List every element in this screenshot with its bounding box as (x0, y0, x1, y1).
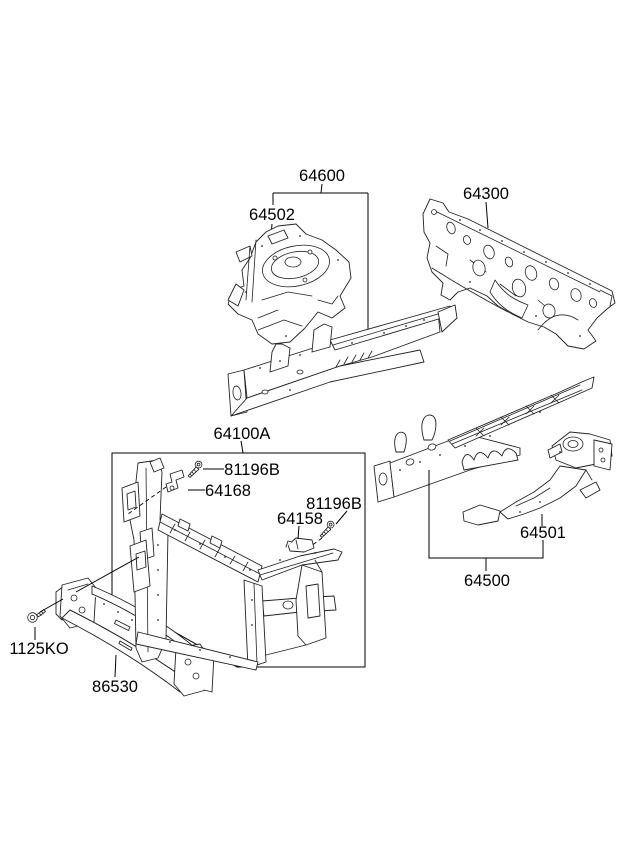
enclosure-box-64100A (111, 452, 366, 668)
screw-81196B-lower-drawing (319, 520, 335, 538)
callout-86530: 86530 (92, 678, 138, 696)
screw-81196B-upper-drawing (187, 460, 203, 478)
callout-64500: 64500 (464, 572, 510, 590)
bracket-64168-drawing (165, 469, 185, 493)
bracket-64158-drawing (285, 537, 315, 553)
side-member-drawing (462, 431, 613, 526)
callout-64158: 64158 (277, 510, 323, 528)
callout-64100A: 64100A (214, 425, 271, 443)
callout-lines (34, 201, 544, 678)
callout-64300: 64300 (463, 185, 509, 203)
callout-labels: 64600 64502 64300 64100A 81196B 64168 81… (9, 167, 566, 696)
frame-rail-left-drawing (227, 304, 458, 417)
callout-81196B-upper: 81196B (224, 461, 280, 479)
callout-64168: 64168 (205, 482, 251, 500)
bolt-1125KO-drawing (27, 609, 46, 623)
callout-64600: 64600 (299, 167, 345, 185)
frame-rail-right-drawing (373, 376, 595, 503)
callout-64501: 64501 (520, 524, 566, 542)
callout-64502: 64502 (249, 206, 295, 224)
dash-panel-drawing (422, 198, 616, 350)
callout-81196B-lower: 81196B (306, 495, 362, 513)
wheelhouse-apron-drawing (227, 223, 352, 345)
callout-1125KO: 1125KO (9, 640, 68, 658)
radiator-support-drawing (121, 457, 343, 671)
